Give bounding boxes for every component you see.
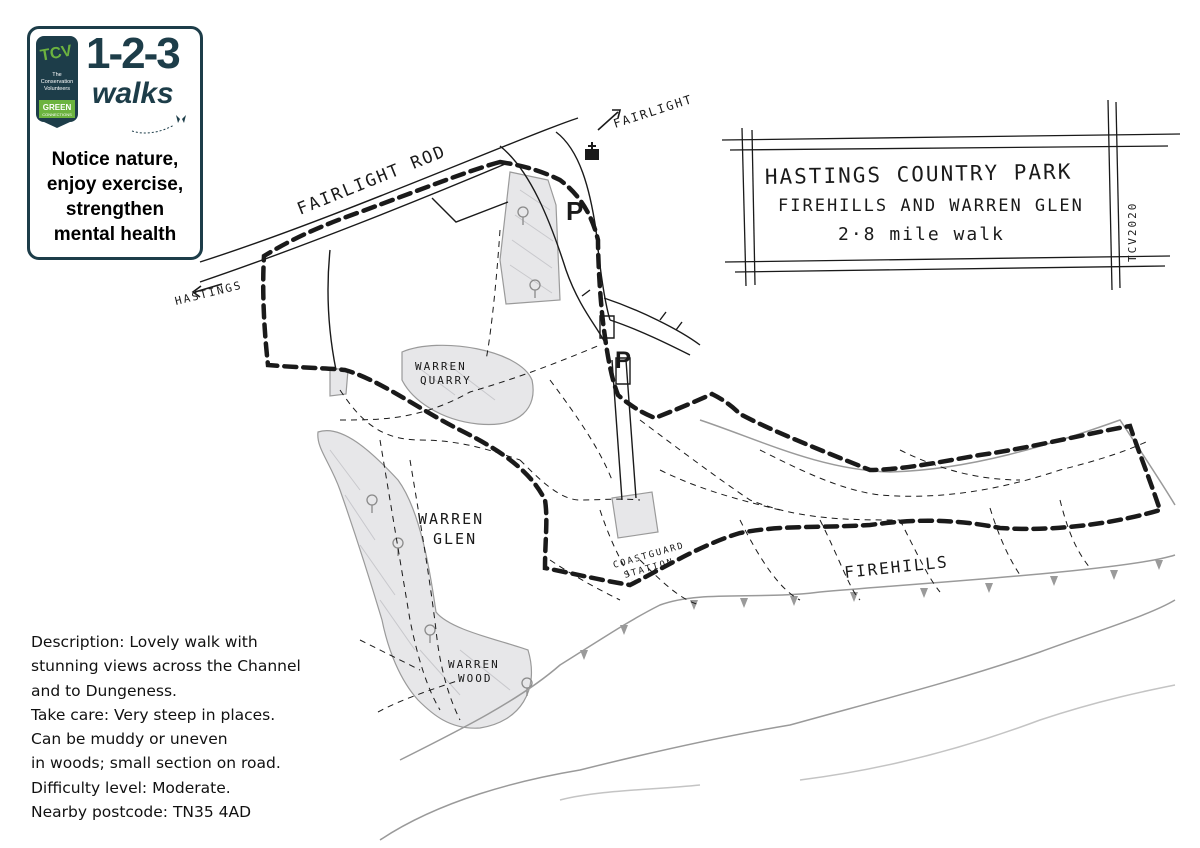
coastline xyxy=(379,419,1176,841)
direction-arrows xyxy=(191,109,622,298)
tagline-line: Notice nature, xyxy=(51,149,179,170)
tagline-line: strengthen xyxy=(65,199,165,220)
route-distance: 2·8 mile walk xyxy=(838,224,1005,245)
map-credit: TCV2020 xyxy=(1126,202,1139,262)
arrow-fairlight-icon xyxy=(597,109,622,131)
side-road xyxy=(603,297,701,346)
label-fairlight: FAIRLIGHT xyxy=(612,92,695,131)
org-line-2: Conservation xyxy=(41,79,73,85)
description-line: Difficulty level: Moderate. xyxy=(31,778,231,797)
description-line: Nearby postcode: TN35 4AD xyxy=(31,803,252,822)
tree-icon xyxy=(529,279,541,298)
label-firehills: FIREHILLS xyxy=(843,552,949,582)
parking-symbol: P xyxy=(615,347,631,374)
tree-icon xyxy=(424,624,436,643)
description-line: in woods; small section on road. xyxy=(31,754,281,773)
description-line: Description: Lovely walk with xyxy=(31,633,258,651)
tcv-badge-icon: TCV The Conservation Volunteers GREEN CO… xyxy=(36,36,78,128)
coastguard-building xyxy=(611,491,659,539)
tcv-logo-panel: TCV The Conservation Volunteers GREEN CO… xyxy=(27,26,203,260)
label-hastings: HASTINGS xyxy=(174,279,244,308)
tcv-badge-text: TCV xyxy=(39,42,74,64)
description-line: Take care: Very steep in places. xyxy=(31,705,276,724)
woodland-hatching xyxy=(329,189,554,696)
description-line: and to Dungeness. xyxy=(31,681,177,700)
label-warren-quarry-2: QUARRY xyxy=(420,374,472,387)
description-line: Can be muddy or uneven xyxy=(31,730,228,749)
tagline: Notice nature, enjoy exercise, strengthe… xyxy=(30,147,200,247)
church-icon xyxy=(585,142,599,160)
car-park-road xyxy=(499,145,607,346)
label-warren-glen-2: GLEN xyxy=(433,530,477,548)
label-warren-wood-2: WOOD xyxy=(458,672,493,685)
fairlight-road xyxy=(199,117,579,263)
org-line-1: The xyxy=(52,72,61,78)
title-box-frame xyxy=(721,99,1181,291)
warren-glen-woodland xyxy=(317,430,533,729)
description-line: stunning views across the Channel xyxy=(31,657,301,676)
label-warren-quarry-1: WARREN xyxy=(415,360,467,373)
woodland-north xyxy=(499,171,561,305)
green-text: GREEN xyxy=(43,103,72,112)
walk-route xyxy=(260,159,1163,588)
walk-description: Description: Lovely walk with stunning v… xyxy=(31,630,321,824)
brand-numbers: 1-2-3 xyxy=(86,29,181,78)
map-title: HASTINGS COUNTRY PARK xyxy=(765,160,1073,189)
footpaths xyxy=(339,229,1151,721)
tree-icon xyxy=(517,206,529,225)
tree-icon xyxy=(366,494,378,513)
connections-text: CONNECTIONS xyxy=(42,112,72,117)
tagline-line: enjoy exercise, xyxy=(46,174,184,195)
parking-symbol: P xyxy=(566,196,583,226)
arrow-hastings-icon xyxy=(191,283,223,298)
label-warren-glen-1: WARREN xyxy=(418,510,484,528)
label-warren-wood-1: WARREN xyxy=(448,658,500,671)
coastguard-track xyxy=(611,359,637,501)
butterfly-icon xyxy=(131,115,186,134)
route-name: FIREHILLS AND WARREN GLEN xyxy=(778,196,1084,216)
tagline-line: mental health xyxy=(53,224,177,245)
roads xyxy=(199,117,701,501)
org-line-3: Volunteers xyxy=(44,86,70,92)
warren-quarry-area xyxy=(401,344,534,426)
brand-walks: walks xyxy=(92,77,174,110)
